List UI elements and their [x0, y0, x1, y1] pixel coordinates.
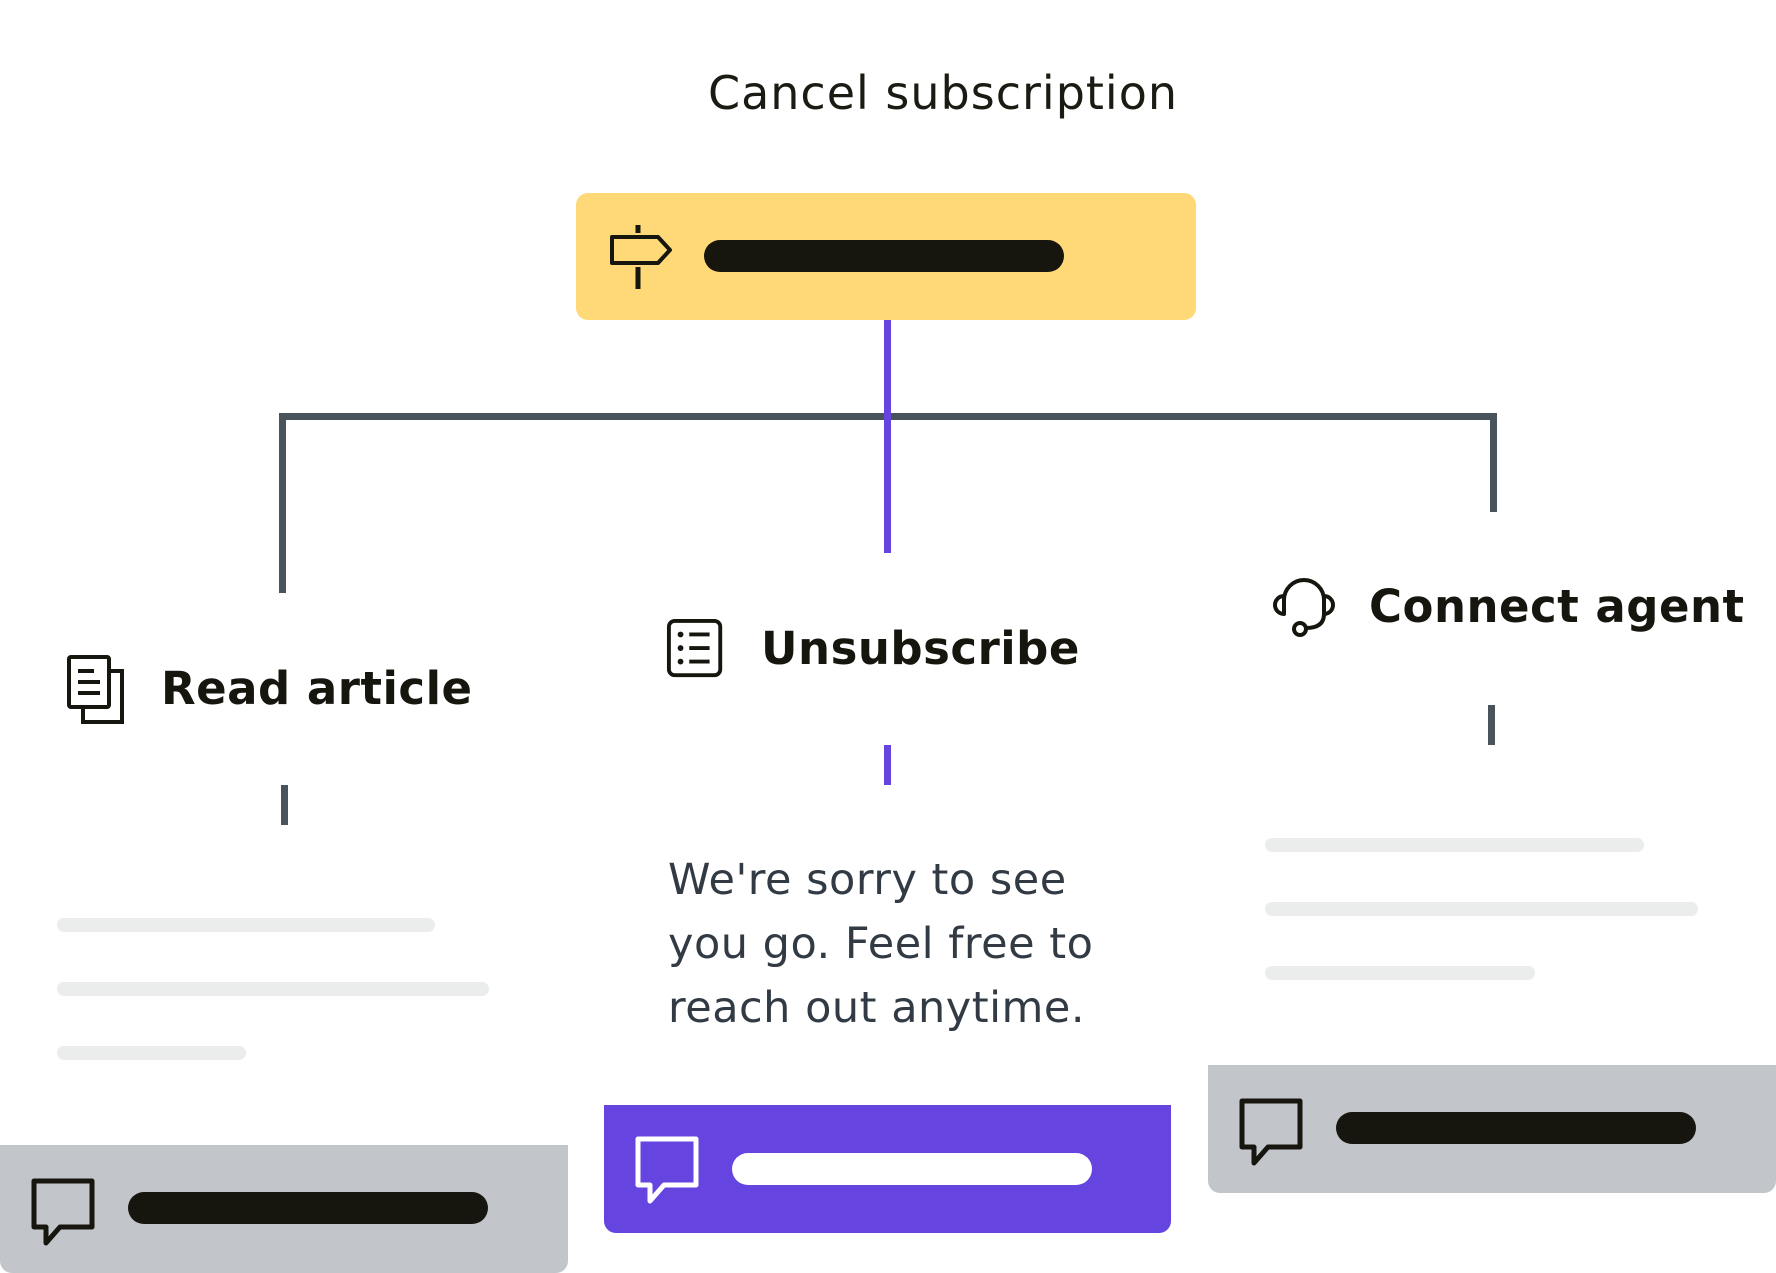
chat-bubble-icon — [1239, 1098, 1303, 1166]
crossbar-active-segment — [884, 413, 891, 420]
read-article-message-bar[interactable] — [0, 1145, 568, 1273]
root-label-placeholder — [704, 240, 1064, 272]
branch-label-connect-agent[interactable]: Connect agent — [1369, 580, 1745, 633]
flow-title: Cancel subscription — [707, 66, 1179, 120]
headset-icon — [1273, 578, 1335, 637]
root-node[interactable] — [576, 193, 1196, 320]
unsubscribe-message-bar[interactable] — [604, 1105, 1171, 1233]
right-branch-connector — [1490, 413, 1497, 512]
chat-bubble-icon — [31, 1178, 95, 1246]
placeholder-line — [57, 918, 435, 932]
placeholder-line — [57, 982, 489, 996]
chat-bubble-icon — [635, 1136, 699, 1204]
placeholder-line — [1265, 838, 1644, 852]
placeholder-line — [1265, 902, 1698, 916]
documents-icon — [67, 655, 124, 724]
branch-label-unsubscribe[interactable]: Unsubscribe — [761, 622, 1080, 675]
unsubscribe-message: We're sorry to see you go. Feel free to … — [668, 855, 1094, 1033]
placeholder-line — [57, 1046, 246, 1060]
left-branch-connector — [279, 413, 286, 593]
placeholder-line — [1265, 966, 1535, 980]
unsubscribe-connector — [884, 745, 891, 785]
message-placeholder — [732, 1153, 1092, 1185]
root-connector — [884, 320, 891, 553]
read-article-connector — [281, 785, 288, 825]
branch-label-read-article[interactable]: Read article — [161, 662, 473, 715]
message-placeholder — [1336, 1112, 1696, 1144]
connect-agent-connector — [1488, 705, 1495, 745]
connect-agent-message-bar[interactable] — [1208, 1065, 1776, 1193]
signpost-icon — [610, 225, 672, 289]
list-icon — [666, 618, 723, 678]
message-placeholder — [128, 1192, 488, 1224]
